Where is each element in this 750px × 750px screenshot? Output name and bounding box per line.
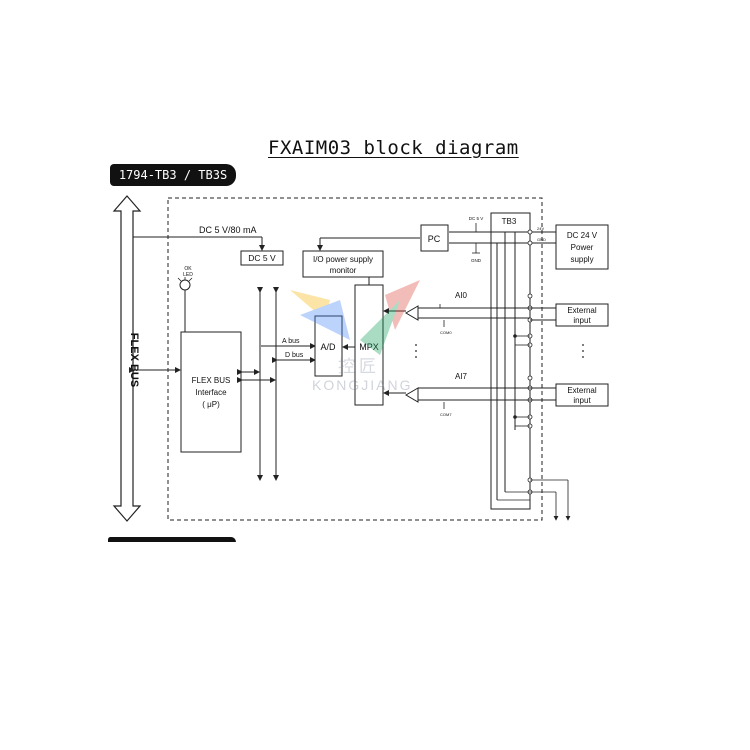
- interface-line-1: FLEX BUS: [192, 376, 231, 385]
- channel-ai7: AI7 COM7: [383, 372, 556, 417]
- ok-led: OK LED: [177, 266, 193, 332]
- a-bus-label: A bus: [282, 338, 300, 345]
- io-power-monitor: I/O power supply monitor: [302, 237, 420, 285]
- gnd-label: GND: [471, 258, 482, 263]
- external-input-1: External input: [555, 303, 609, 327]
- dc5v-box: [240, 250, 284, 266]
- io-monitor-line-2: monitor: [330, 266, 357, 275]
- flex-bus-label: FLEX BUS: [128, 333, 140, 387]
- tb3-label: TB3: [502, 217, 517, 226]
- led-icon: [179, 279, 191, 291]
- ai7-label: AI7: [455, 372, 468, 381]
- dc5v-power-path: DC 5 V/80 mA DC 5 V: [133, 225, 284, 266]
- ext1-line-2: input: [573, 316, 591, 325]
- ext2-line-2: input: [573, 396, 591, 405]
- dc24-power-supply: DC 24 V Power supply: [555, 224, 609, 270]
- pc-label: PC: [428, 234, 441, 244]
- watermark-logo: [290, 280, 420, 355]
- com7-label: COM7: [440, 412, 452, 417]
- page-title: FXAIM03 block diagram: [268, 137, 519, 159]
- external-input-2: External input: [555, 383, 609, 407]
- internal-buses: A bus D bus: [237, 287, 316, 481]
- watermark-en: KONGJIANG: [312, 377, 413, 393]
- dc24-line-1: DC 24 V: [567, 231, 598, 240]
- flex-bus-arrow: FLEX BUS: [112, 195, 142, 522]
- dc24-line-3: supply: [570, 255, 593, 264]
- pin-24v-label: 24V: [537, 226, 544, 231]
- dc-small-label: DC 5 V: [469, 216, 484, 221]
- d-bus-label: D bus: [285, 352, 304, 359]
- interface-line-2: Interface: [195, 388, 227, 397]
- interface-line-3: ( μP): [202, 400, 220, 409]
- ok-led-label: OK: [184, 266, 192, 272]
- com0-label: COM0: [440, 330, 452, 335]
- ok-led-label-2: LED: [183, 272, 193, 278]
- tb3-terminal-block: TB3: [490, 212, 571, 521]
- dc5v-label: DC 5 V: [248, 253, 276, 263]
- channel-ai0: AI0 COM0: [383, 291, 556, 335]
- power-rating-label: DC 5 V/80 mA: [199, 225, 257, 235]
- next-section-tab: [108, 537, 236, 542]
- ad-label: A/D: [320, 342, 336, 352]
- channel-ellipsis: [415, 344, 584, 358]
- flex-bus-interface: FLEX BUS Interface ( μP): [180, 331, 242, 453]
- pin-gnd-label: GND: [537, 237, 546, 242]
- mpx-label: MPX: [359, 342, 379, 352]
- watermark-cn: 控匠: [338, 357, 380, 377]
- ext2-line-1: External: [567, 386, 597, 395]
- module-boundary: [167, 197, 543, 521]
- dc24-line-2: Power: [571, 243, 594, 252]
- pc-protection: PC DC 5 V GND: [420, 216, 556, 263]
- ai0-label: AI0: [455, 291, 468, 300]
- module-badge: 1794-TB3 / TB3S: [110, 164, 236, 186]
- ext1-line-1: External: [567, 306, 597, 315]
- io-monitor-line-1: I/O power supply: [313, 255, 373, 264]
